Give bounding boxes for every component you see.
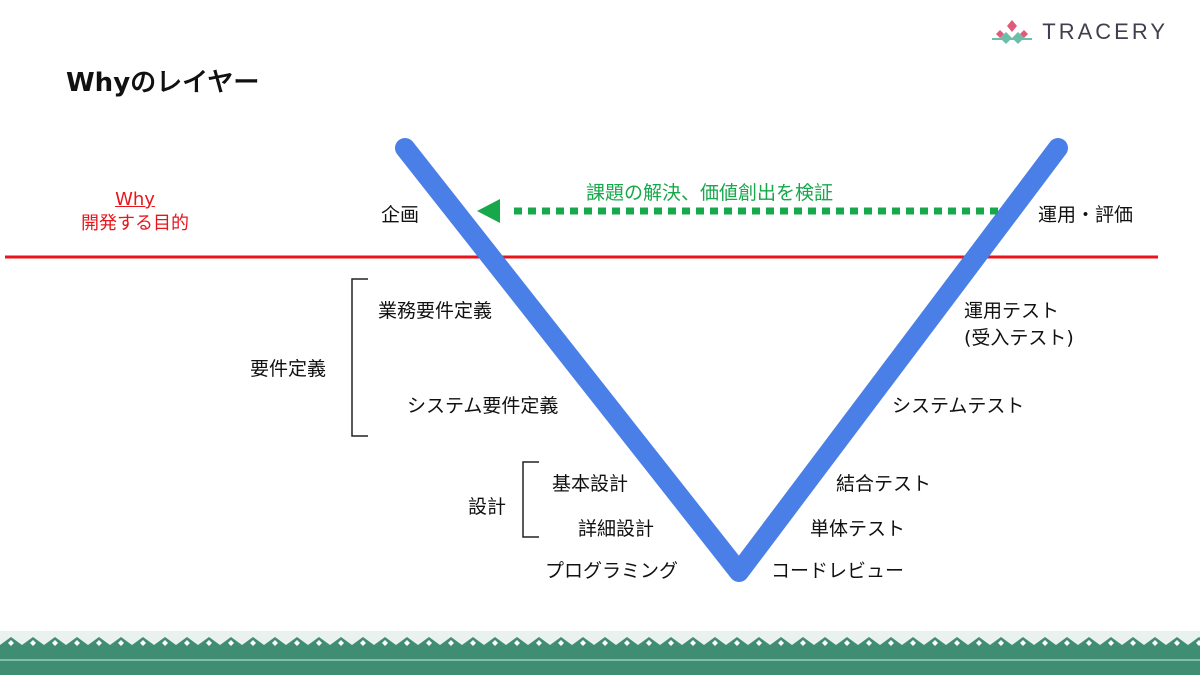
slide-title: Whyのレイヤー	[66, 68, 260, 98]
why-word: Why	[115, 189, 155, 210]
v-shape	[395, 138, 1068, 582]
decorative-footer-band	[0, 631, 1200, 675]
tracery-logo: TRACERY	[990, 18, 1168, 46]
label-programming: プログラミング	[545, 560, 679, 582]
label-unit-test: 単体テスト	[810, 518, 906, 540]
label-code-review: コードレビュー	[771, 560, 905, 582]
label-acceptance-test: (受入テスト)	[964, 327, 1074, 349]
label-basic-design: 基本設計	[552, 473, 629, 495]
logo-text: TRACERY	[1042, 19, 1168, 44]
label-operation-evaluation: 運用・評価	[1038, 204, 1134, 226]
why-layer-label: Why 開発する目的	[60, 188, 210, 236]
design-bracket	[522, 461, 539, 538]
label-system-test: システムテスト	[892, 395, 1025, 417]
verification-arrow-head	[477, 199, 500, 223]
label-operation-test: 運用テスト	[964, 300, 1060, 322]
label-business-requirements: 業務要件定義	[378, 300, 493, 322]
label-planning: 企画	[381, 204, 420, 226]
tracery-logo-icon	[992, 20, 1033, 44]
group-requirements: 要件定義	[250, 358, 327, 380]
requirements-bracket	[351, 278, 368, 437]
group-design: 設計	[468, 496, 507, 518]
label-system-requirements: システム要件定義	[407, 395, 559, 417]
why-caption: 開発する目的	[81, 213, 189, 234]
label-detailed-design: 詳細設計	[578, 518, 655, 540]
label-integration-test: 結合テスト	[836, 473, 932, 495]
verification-caption: 課題の解決、価値創出を検証	[586, 182, 834, 204]
